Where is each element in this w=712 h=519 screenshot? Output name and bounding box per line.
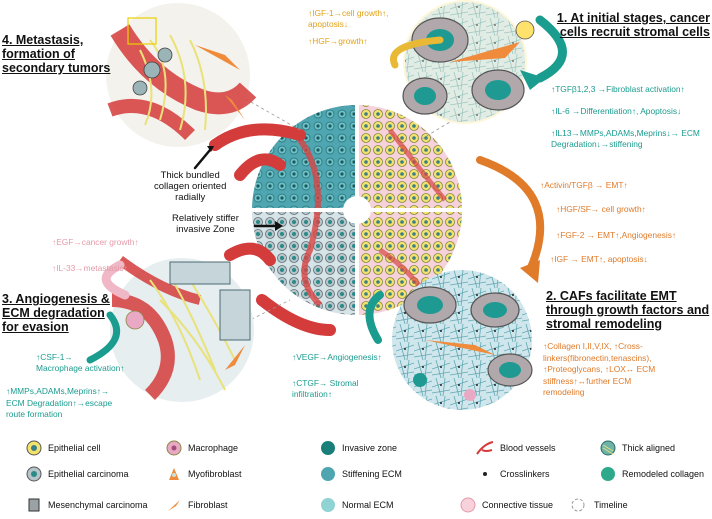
note-fgf2: ↑FGF-2 → EMT↑,Angiogenesis↑ <box>556 230 677 240</box>
note-igf1: ↑IGF-1→cell growth↑, apoptosis↓ <box>308 8 389 29</box>
crosslinkers-icon <box>483 472 487 476</box>
connective-tissue-icon <box>460 497 476 513</box>
stage3-title: 3. Angiogenesis & ECM degradation for ev… <box>2 292 110 334</box>
macrophage-icon <box>166 440 182 456</box>
note-ctgf: ↑CTGF→ Stromal infiltration↑ <box>292 378 359 399</box>
normal-ecm-icon <box>321 498 335 512</box>
note-vegf: ↑VEGF→Angiogenesis↑ <box>292 352 382 362</box>
legend-connective-tissue: Connective tissue <box>460 497 553 513</box>
legend-blood-vessels: Blood vessels <box>476 440 556 456</box>
stiffer-zone-annotation: Relatively stiffer invasive Zone <box>172 213 239 235</box>
timeline-icon <box>571 498 585 512</box>
legend-myofibroblast: Myofibroblast <box>166 466 242 482</box>
central-tumor-circle <box>252 105 462 315</box>
stage1-title: 1. At initial stages, cancer cells recru… <box>556 11 710 39</box>
blood-vessels-center <box>209 123 336 336</box>
stiffening-ecm-icon <box>321 467 335 481</box>
blood-vessels-icon <box>476 441 494 455</box>
legend-epithelial-cell: Epithelial cell <box>26 440 101 456</box>
stage4-circle <box>106 3 257 147</box>
note-hgfsf: ↑HGF/SF→ cell growth↑ <box>556 204 646 214</box>
legend-epithelial-carcinoma: Epithelial carcinoma <box>26 466 129 482</box>
legend-timeline: Timeline <box>568 497 628 513</box>
epithelial-cell-icon <box>26 440 42 456</box>
note-tgfb: ↑TGFβ1,2,3 →Fibroblast activation↑ <box>551 84 685 94</box>
note-activin: ↑Activin/TGFβ → EMT↑ <box>540 180 628 190</box>
legend-stiffening-ecm: Stiffening ECM <box>320 466 402 482</box>
epithelial-carcinoma-icon <box>26 466 42 482</box>
legend-thick-aligned: Thick aligned <box>600 440 675 456</box>
stage3-circle <box>110 255 254 402</box>
note-hgf-top: ↑HGF→growth↑ <box>308 36 368 46</box>
thick-aligned-icon <box>600 440 616 456</box>
note-csf1: ↑CSF-1→ Macrophage activation↑ <box>36 352 125 373</box>
legend-crosslinkers: Crosslinkers <box>476 466 550 482</box>
stage4-title: 4. Metastasis, formation of secondary tu… <box>2 33 111 75</box>
note-mmps: ↑MMPs,ADAMs,Meprins↑→ ECM Degradation↑→e… <box>6 386 113 419</box>
remodeled-collagen-icon <box>601 467 615 481</box>
thick-bundled-annotation: Thick bundled collagen oriented radially <box>154 170 227 203</box>
stage1-circle <box>402 0 535 124</box>
legend-macrophage: Macrophage <box>166 440 238 456</box>
legend-mesenchymal-carcinoma: Mesenchymal carcinoma <box>26 497 148 513</box>
note-il13: ↑IL13→MMPs,ADAMs,Meprins↓→ ECM Degradati… <box>551 128 700 149</box>
note-collagen: ↑Collagen I,II,V,IX, ↑Cross- linkers(fib… <box>543 341 656 397</box>
legend-normal-ecm: Normal ECM <box>320 497 394 513</box>
note-egf: ↑EGF→cancer growth↑ <box>52 237 139 247</box>
mesenchymal-carcinoma-icon <box>28 498 40 512</box>
note-il6: ↑IL-6 →Differentiation↑, Apoptosis↓ <box>551 106 682 116</box>
legend-fibroblast: Fibroblast <box>166 497 228 513</box>
fibroblast-icon <box>168 500 180 511</box>
legend-invasive-zone: Invasive zone <box>320 440 397 456</box>
legend-remodeled-collagen: Remodeled collagen <box>600 466 704 482</box>
myofibroblast-icon <box>169 468 179 480</box>
invasive-zone-icon <box>321 441 335 455</box>
note-il33: ↑IL-33→metastasis↑ <box>52 263 128 273</box>
arrows <box>86 15 567 364</box>
stage2-title: 2. CAFs facilitate EMT through growth fa… <box>546 289 710 331</box>
note-igf: ↑IGF → EMT↑, apoptosis↓ <box>550 254 648 264</box>
stage2-circle <box>392 270 533 410</box>
